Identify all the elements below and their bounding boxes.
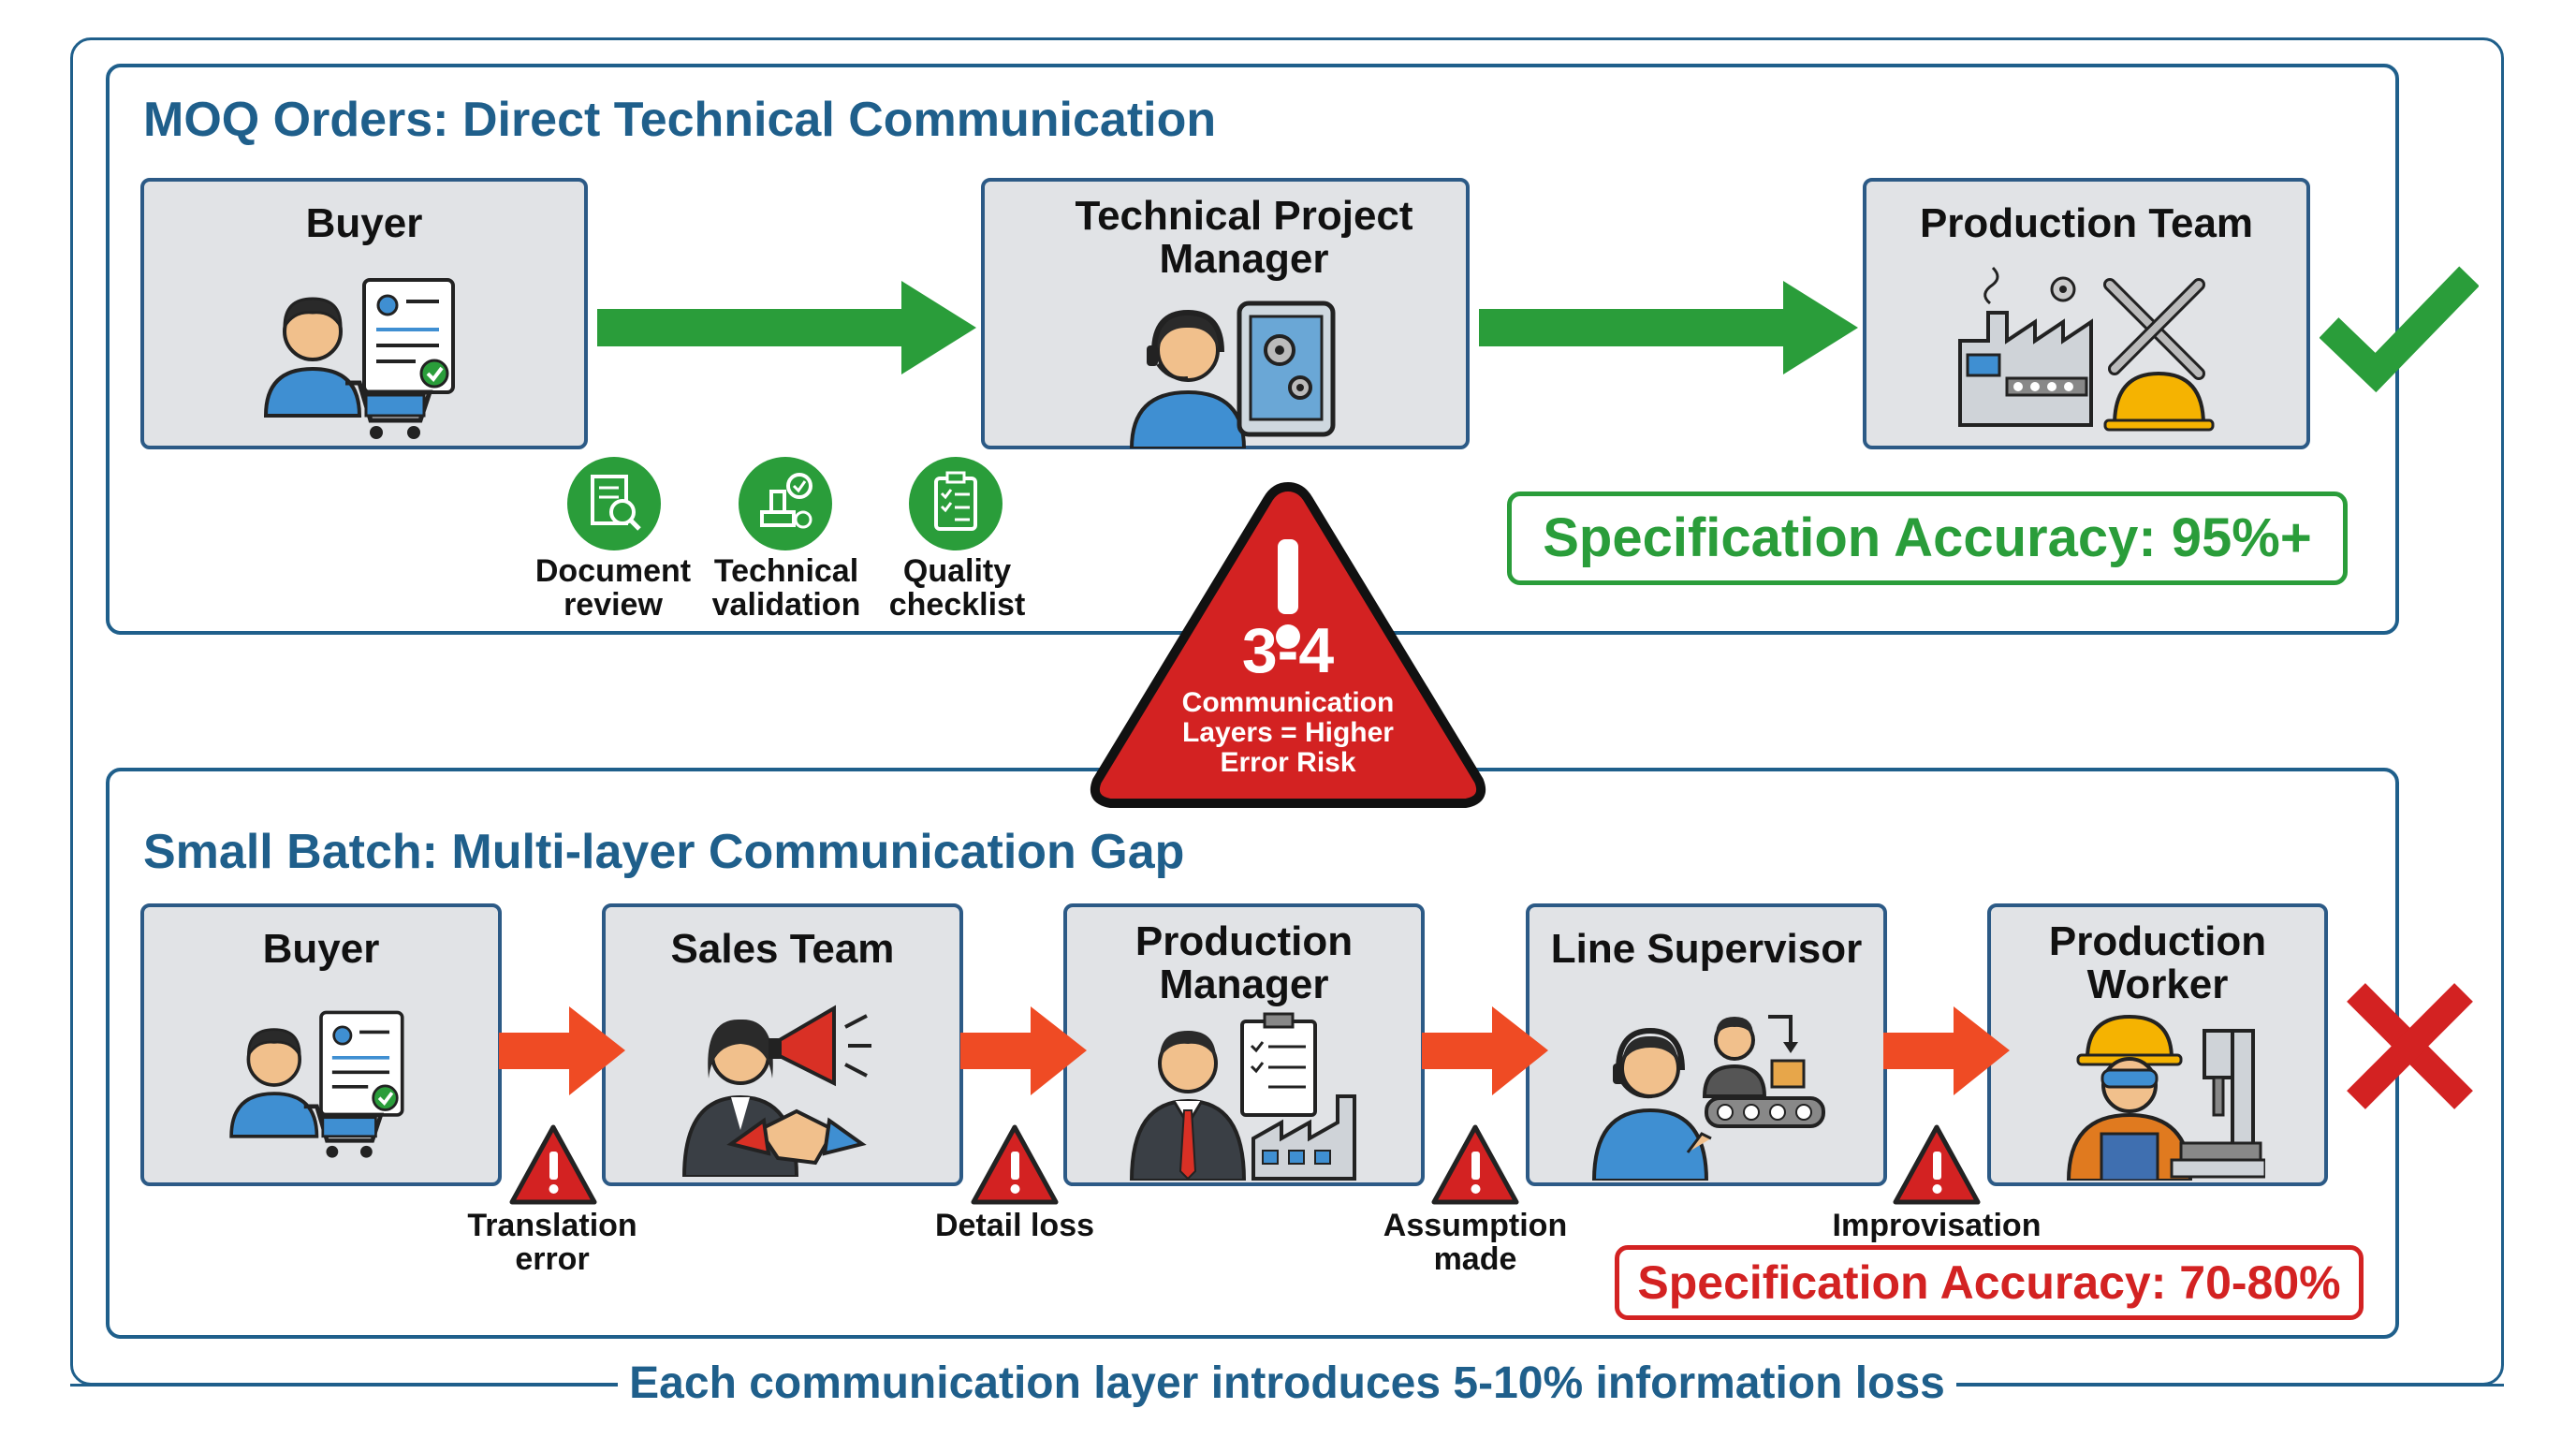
batch-node-sales-team: Sales Team <box>602 903 963 1186</box>
node-label: Technical Project Manager <box>1075 193 1413 282</box>
moq-node-technical-project-manager: Technical Project Manager <box>981 178 1470 449</box>
small-batch-accuracy-badge: Specification Accuracy: 70-80% <box>1615 1245 2364 1320</box>
batch-node-line-supervisor: Line Supervisor <box>1526 903 1887 1186</box>
orange-arrow-4 <box>1883 1006 2010 1095</box>
footer-rule-left <box>70 1384 618 1387</box>
warning-number: 3-4 <box>1241 615 1335 686</box>
node-label: Production Manager <box>1134 918 1354 1007</box>
moq-node-buyer: Buyer <box>140 178 588 449</box>
sales-handshake-megaphone-icon <box>681 1005 871 1177</box>
node-label: Buyer <box>262 926 380 972</box>
warning-triangle-icon <box>1431 1124 1519 1205</box>
supervisor-conveyor-icon <box>1591 1015 1825 1181</box>
green-arrow-2 <box>1479 281 1858 374</box>
orange-arrow-1 <box>499 1006 625 1095</box>
risk-label-assumption-made: Assumption made <box>1383 1208 1568 1277</box>
warning-text: Communication Layers = Higher Error Risk <box>1181 687 1395 778</box>
footer-rule-right <box>1956 1384 2504 1387</box>
warning-triangle-icon <box>509 1124 597 1205</box>
manager-clipboard-factory-icon <box>1129 1012 1356 1181</box>
node-label: Production Team <box>1919 200 2254 246</box>
factory-tools-icon <box>1958 266 2215 432</box>
batch-node-production-manager: Production Manager <box>1063 903 1425 1186</box>
failure-x-icon <box>2347 983 2473 1109</box>
moq-node-production-team: Production Team <box>1863 178 2310 449</box>
batch-node-production-worker: Production Worker <box>1987 903 2328 1186</box>
quality-checklist-icon <box>909 457 1003 550</box>
orange-arrow-3 <box>1422 1006 1548 1095</box>
worker-machine-icon <box>2066 1014 2265 1181</box>
warning-triangle-icon <box>1893 1124 1981 1205</box>
project-manager-tablet-icon <box>1129 301 1336 448</box>
document-review-icon <box>567 457 661 550</box>
risk-label-improvisation: Improvisation <box>1832 1208 2042 1243</box>
check-label-technical-validation: Technical validation <box>711 553 861 623</box>
node-label: Sales Team <box>670 926 895 972</box>
risk-label-detail-loss: Detail loss <box>934 1208 1095 1243</box>
check-label-quality-checklist: Quality checklist <box>888 553 1026 623</box>
buyer-icon <box>229 1010 404 1158</box>
check-label-document-review: Document review <box>534 553 692 623</box>
technical-validation-icon <box>739 457 832 550</box>
green-arrow-1 <box>597 281 976 374</box>
moq-accuracy-badge: Specification Accuracy: 95%+ <box>1507 492 2348 585</box>
orange-arrow-2 <box>960 1006 1087 1095</box>
moq-panel-title: MOQ Orders: Direct Technical Communicati… <box>143 93 1217 147</box>
communication-layers-warning-icon <box>1090 482 1486 808</box>
node-label: Production Worker <box>2048 918 2267 1007</box>
batch-node-buyer: Buyer <box>140 903 502 1186</box>
node-label: Buyer <box>305 200 423 246</box>
success-check-icon <box>2320 266 2479 393</box>
buyer-icon <box>263 278 455 439</box>
small-batch-panel-title: Small Batch: Multi-layer Communication G… <box>143 825 1185 879</box>
node-label: Line Supervisor <box>1550 926 1863 972</box>
warning-triangle-icon <box>971 1124 1059 1205</box>
footer-caption: Each communication layer introduces 5-10… <box>618 1357 1956 1410</box>
risk-label-translation-error: Translation error <box>467 1208 637 1277</box>
